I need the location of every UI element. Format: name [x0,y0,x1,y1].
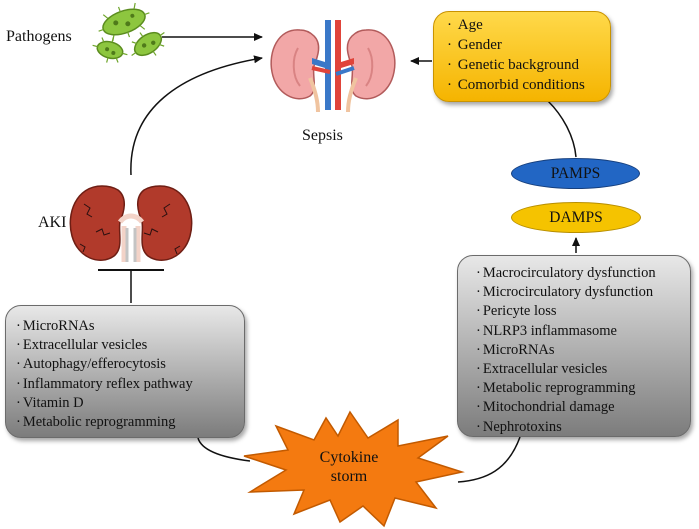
list-item: Metabolic reprogramming [476,379,690,398]
list-item: Inflammatory reflex pathway [16,375,244,394]
protective-mechanisms-box: MicroRNAs Extracellular vesicles Autopha… [5,305,245,438]
aki-kidneys-icon [69,185,193,262]
list-item: MicroRNAs [476,341,690,360]
storm-to-right-box-line [457,436,521,483]
risk-factor-item: Genetic background [447,55,610,75]
sepsis-kidneys-icon [270,20,396,113]
risk-factor-item: Comorbid conditions [447,75,610,95]
damps-oval: DAMPS [511,202,641,233]
list-item: Microcirculatory dysfunction [476,283,690,302]
sepsis-label: Sepsis [302,127,343,144]
list-item: Metabolic reprogramming [16,413,244,432]
risk-factor-item: Gender [447,35,610,55]
aki-to-sepsis-arrow [130,55,263,176]
risk-factors-box: Age Gender Genetic background Comorbid c… [433,11,611,102]
cytokine-storm-label: Cytokine storm [290,448,408,486]
injury-mechanisms-box: Macrocirculatory dysfunction Microcircul… [457,255,691,437]
left-box-to-storm-line [197,437,251,462]
list-item: Nephrotoxins [476,418,690,437]
list-item: Pericyte loss [476,302,690,321]
list-item: Extracellular vesicles [476,360,690,379]
pathogens-icon [92,2,165,63]
storm-line-2: storm [330,468,368,485]
aki-label: AKI [38,214,67,231]
list-item: Extracellular vesicles [16,336,244,355]
risk-to-pamps-line [547,100,577,158]
cytokine-storm-burst [243,410,465,528]
risk-factor-item: Age [447,15,610,35]
list-item: Mitochondrial damage [476,398,690,417]
pathogens-label: Pathogens [6,28,72,45]
list-item: Autophagy/efferocytosis [16,355,244,374]
pamps-oval: PAMPS [511,158,640,189]
storm-line-1: Cytokine [319,449,379,466]
list-item: NLRP3 inflammasome [476,322,690,341]
list-item: MicroRNAs [16,317,244,336]
list-item: Macrocirculatory dysfunction [476,264,690,283]
list-item: Vitamin D [16,394,244,413]
